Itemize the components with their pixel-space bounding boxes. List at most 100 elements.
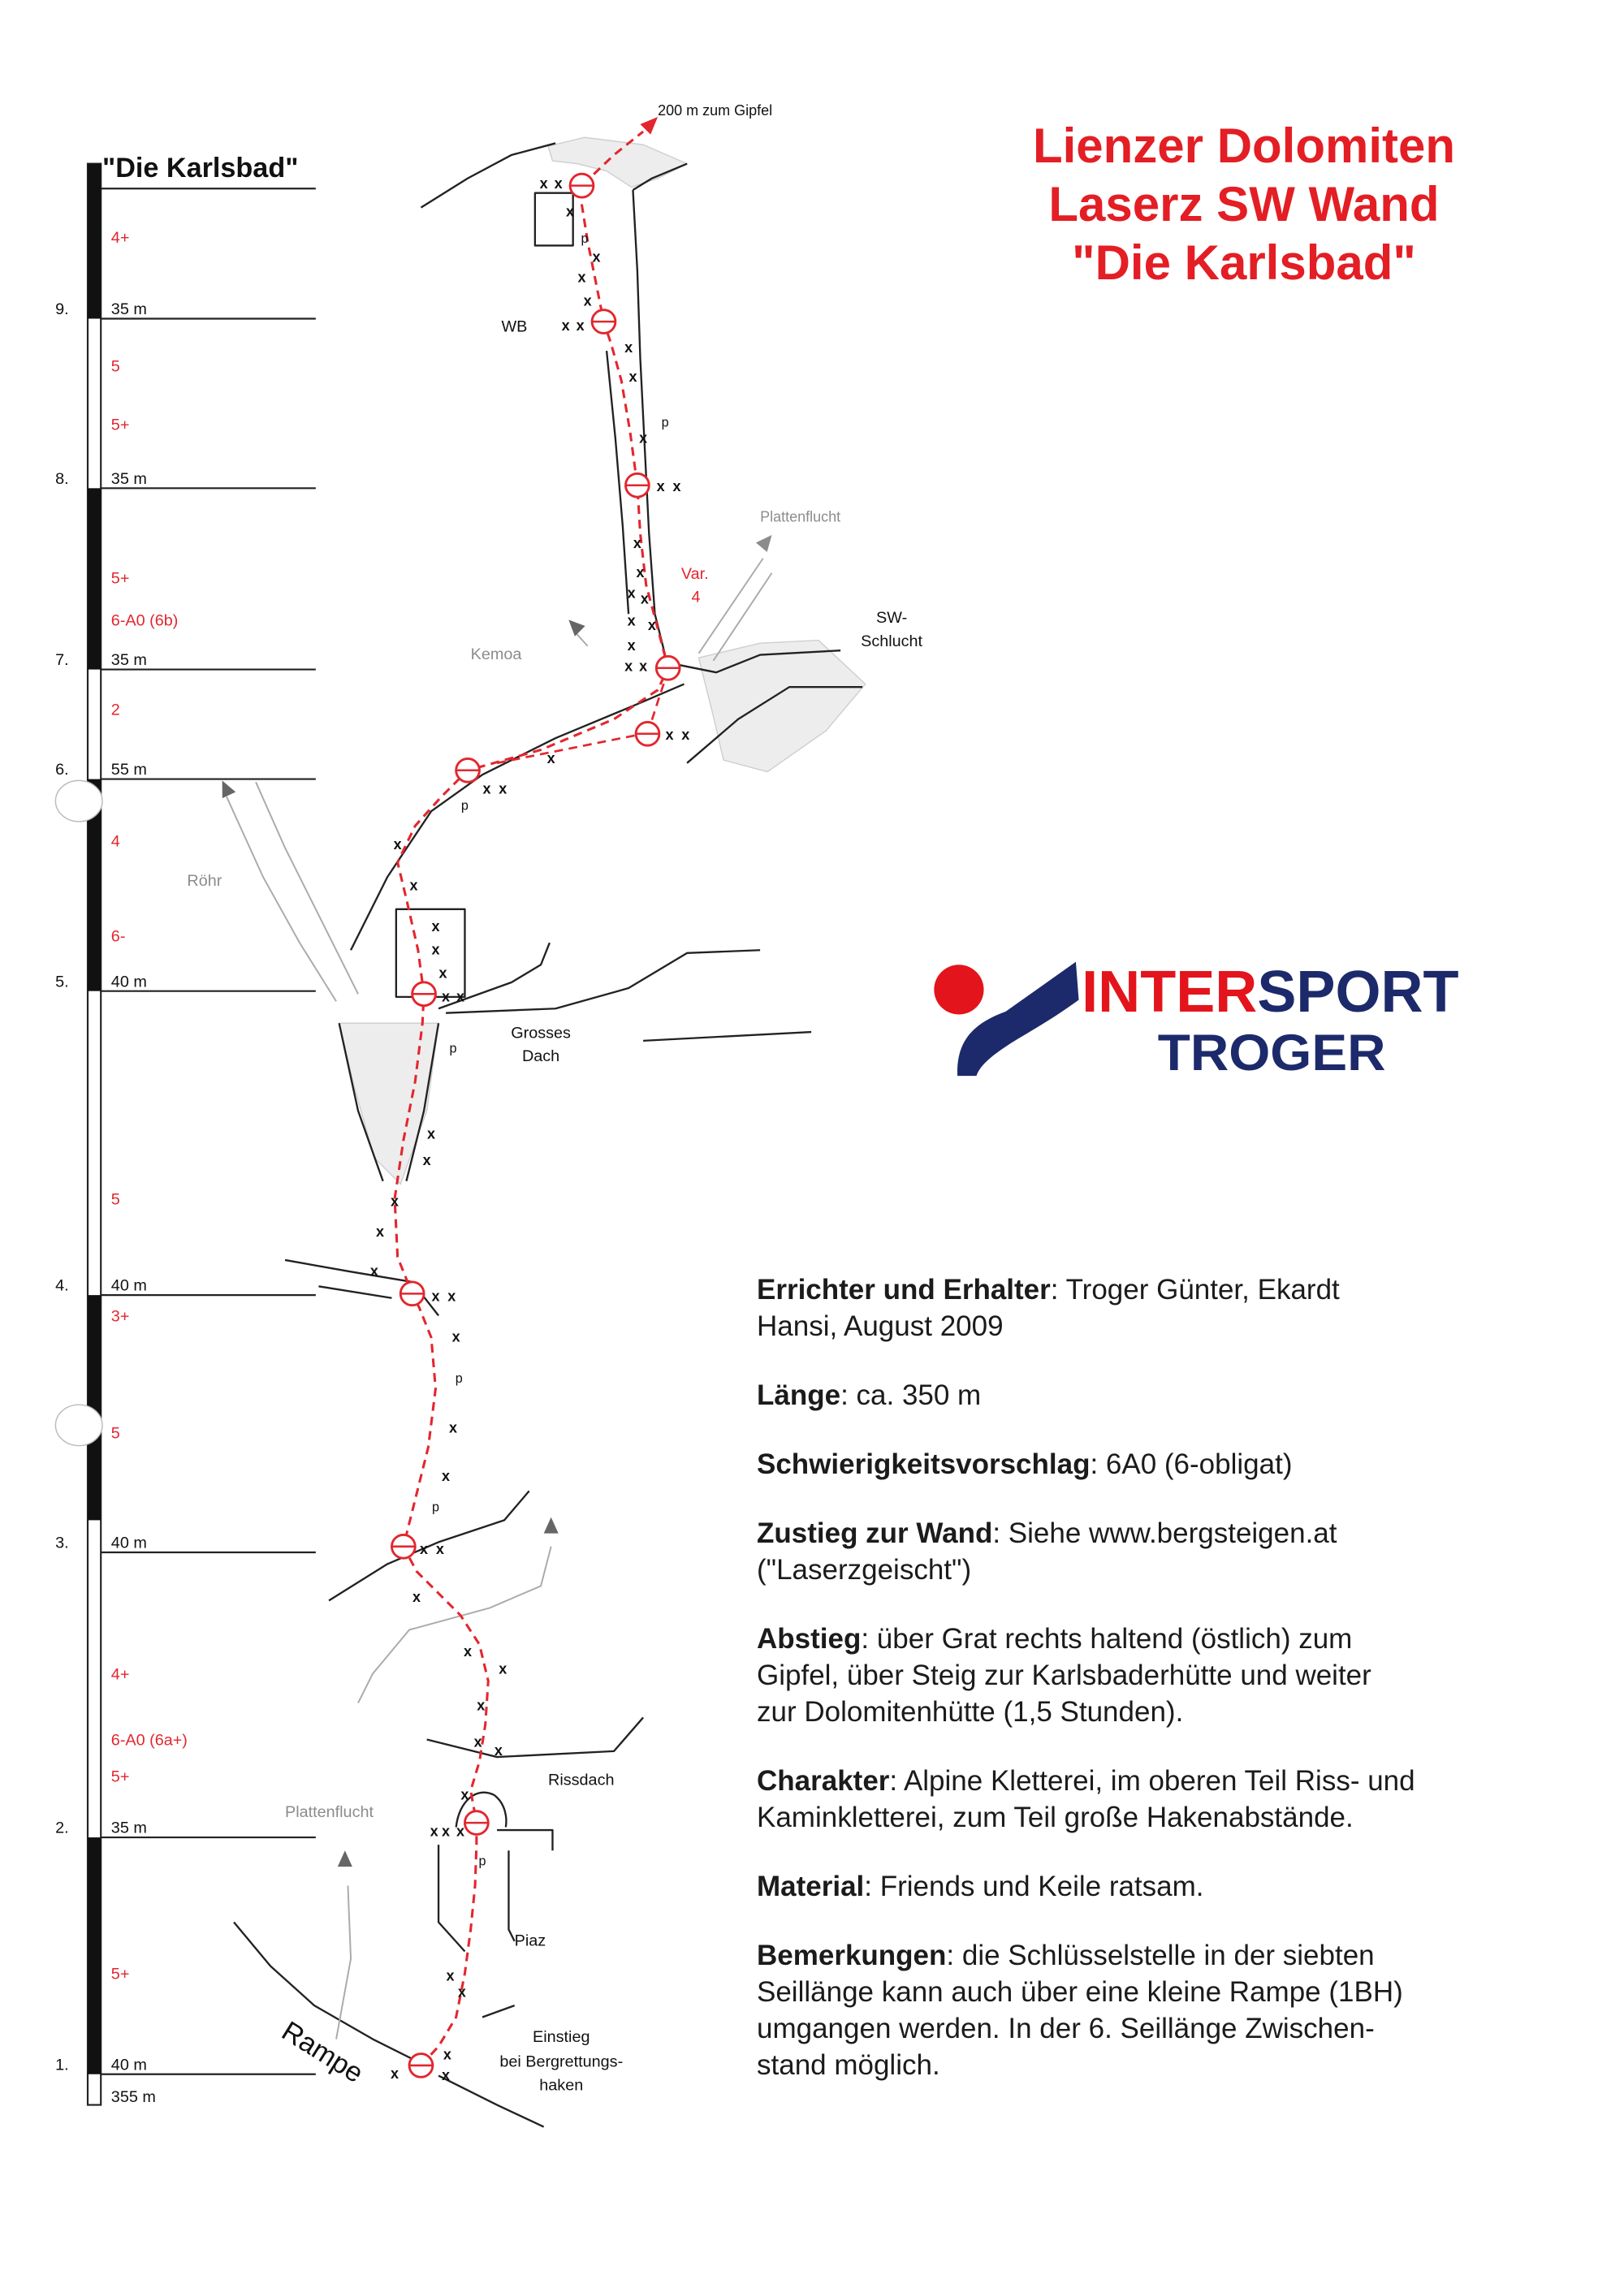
info-label: Material [757,1871,865,1902]
rock-outline [338,1023,384,1182]
label-einstieg-1: Einstieg [533,2028,590,2046]
pitch-length: 40 m [111,973,147,991]
info-paragraph: Charakter: Alpine Kletterei, im oberen T… [757,1763,1601,1836]
rock-outline [605,350,630,615]
arrow-up-left-icon [222,780,236,799]
route-group [391,117,681,2078]
bolt-marker: x [412,1589,421,1605]
label-sw-schlucht-2: Schlucht [861,632,922,650]
rock-outline [632,162,688,192]
info-line: umgangen werden. In der 6. Seillänge Zwi… [757,2010,1601,2047]
grade-label: 5 [111,1191,120,1209]
info-paragraph: Länge: ca. 350 m [757,1377,1601,1414]
bolt-marker: x [464,1643,472,1660]
bolt-marker: x [452,1329,460,1345]
info-text: : ca. 350 m [840,1379,982,1411]
logo-troger: TROGER [1158,1025,1386,1081]
direction-arrow-group [222,534,772,1867]
belay-station-icon [634,720,661,747]
info-text: : Alpine Kletterei, im oberen Teil Riss-… [889,1765,1415,1797]
info-line: Zustieg zur Wand: Siehe www.bergsteigen.… [757,1515,1601,1552]
rock-outline-group [233,142,863,2128]
rock-outline [632,189,667,655]
piton-marker: p [461,798,469,813]
title-region: Lienzer Dolomiten [1032,119,1456,173]
rock-texture-group [338,136,866,1185]
bolt-marker: x [460,1786,469,1802]
bolt-marker: x [442,1823,450,1839]
route-line [393,130,670,2066]
scale-bar-segment [88,1837,102,2074]
info-text: : Troger Günter, Ekardt [1050,1274,1340,1306]
piton-marker: p [479,1854,486,1868]
bolt-marker: x [431,942,439,958]
rock-outline [438,942,551,1010]
info-text: stand möglich. [757,2049,940,2081]
grade-label: 4+ [111,229,130,247]
label-einstieg-3: haken [539,2077,583,2095]
bolt-marker: x [577,269,585,285]
piton-marker: p [581,231,589,246]
pitch-number: 4. [55,1277,69,1295]
label-piaz: Piaz [515,1932,546,1949]
label-kemoa: Kemoa [471,645,523,663]
bolt-marker: x [456,1823,464,1839]
arrow-up-right-icon [755,534,772,552]
route-info-block: Errichter und Erhalter: Troger Günter, E… [757,1271,1601,2116]
label-wb: WB [501,318,527,336]
bolt-marker: x [420,1541,428,1557]
info-label: Zustieg zur Wand [757,1517,993,1549]
grade-label: 4 [111,832,120,850]
pitch-length: 40 m [111,1534,147,1552]
bolt-marker: x [446,1968,454,1984]
info-line: Schwierigkeitsvorschlag: 6A0 (6-obligat) [757,1446,1601,1483]
variant-route-line [496,679,667,765]
info-paragraph: Zustieg zur Wand: Siehe www.bergsteigen.… [757,1515,1601,1588]
scale-bar-segment [88,163,102,319]
info-label: Errichter und Erhalter [757,1274,1051,1306]
gully-outline [226,796,337,1002]
info-paragraph: Errichter und Erhalter: Troger Günter, E… [757,1271,1601,1345]
pitch-number: 6. [55,761,69,779]
pitch-number: 7. [55,651,69,669]
piton-marker: p [450,1041,457,1055]
bolt-marker: x [681,727,689,743]
grade-label: 4+ [111,1666,130,1684]
bolt-marker: x [394,836,402,852]
pitch-length: 35 m [111,300,147,318]
scale-route-name: "Die Karlsbad" [102,153,298,183]
info-line: Abstieg: über Grat rechts haltend (östli… [757,1621,1601,1657]
label-rampe: Rampe [276,2016,369,2090]
info-text: umgangen werden. In der 6. Seillänge Zwi… [757,2013,1375,2044]
bolt-marker: x [442,2067,450,2083]
label-var-grade: 4 [691,589,700,606]
info-text: Kaminkletterei, zum Teil große Hakenabst… [757,1802,1354,1833]
pitch-number: 3. [55,1534,69,1552]
info-line: Material: Friends und Keile ratsam. [757,1868,1601,1905]
title-wall: Laserz SW Wand [1048,177,1440,231]
bolt-marker: x [458,1983,466,2000]
rock-outline [455,1791,508,1828]
info-line: Länge: ca. 350 m [757,1377,1601,1414]
info-text: ("Laserzgeischt") [757,1554,972,1586]
rock-outline [395,908,466,999]
bolt-marker: x [639,430,647,447]
bolt-marker: x [624,339,633,356]
rock-outline [482,2005,516,2018]
grade-label: 5+ [111,1768,130,1786]
logo-dot-icon [934,965,984,1015]
bolt-marker: x [499,1660,507,1677]
summit-note: 200 m zum Gipfel [658,102,772,119]
belay-station-icon [624,472,650,499]
info-line: Charakter: Alpine Kletterei, im oberen T… [757,1763,1601,1799]
pitch-number: 9. [55,300,69,318]
bolt-marker: x [427,1125,435,1142]
piton-marker: p [432,1500,439,1515]
bolt-marker: x [436,1541,444,1557]
rock-outline [349,683,685,951]
scale-notch [54,779,103,822]
logo-swoosh-icon [957,961,1079,1077]
info-label: Schwierigkeitsvorschlag [757,1448,1091,1480]
info-label: Länge [757,1379,841,1411]
